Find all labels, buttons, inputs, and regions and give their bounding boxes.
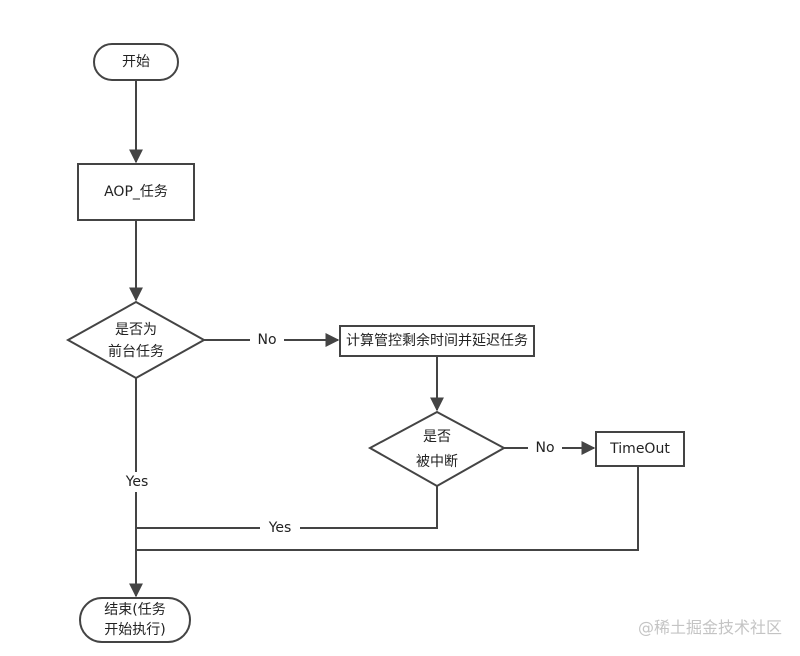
interrupt-yes-label: Yes <box>268 520 292 536</box>
end-node: 结束(任务 开始执行) <box>79 597 191 643</box>
calc-delay-label: 计算管控剩余时间并延迟任务 <box>346 332 528 349</box>
edge-timeout-to-end <box>136 466 639 551</box>
interrupt-check-decision: 是否 被中断 <box>367 410 507 488</box>
interrupt-check-label-line2: 被中断 <box>416 454 458 470</box>
foreground-no-label: No <box>257 332 276 348</box>
edge-labels: No Yes No Yes <box>118 330 562 538</box>
start-node: 开始 <box>93 43 179 81</box>
timeout-label: TimeOut <box>609 441 670 457</box>
interrupt-check-label-line1: 是否 <box>423 429 451 445</box>
start-label: 开始 <box>122 54 150 70</box>
foreground-check-decision: 是否为 前台任务 <box>65 300 207 380</box>
foreground-check-label-line2: 前台任务 <box>108 343 164 360</box>
foreground-check-label-line1: 是否为 <box>115 322 157 338</box>
watermark-text: @稀土掘金技术社区 <box>637 618 782 637</box>
timeout-node: TimeOut <box>595 431 685 467</box>
calc-delay-node: 计算管控剩余时间并延迟任务 <box>339 325 535 357</box>
interrupt-no-label: No <box>535 440 554 456</box>
end-label-line2: 开始执行) <box>104 622 165 638</box>
aop-task-label: AOP_任务 <box>104 184 168 200</box>
foreground-yes-label: Yes <box>125 474 149 490</box>
aop-task-node: AOP_任务 <box>77 163 195 221</box>
edge-interrupt-yes <box>136 486 438 529</box>
end-label-line1: 结束(任务 <box>104 602 165 618</box>
